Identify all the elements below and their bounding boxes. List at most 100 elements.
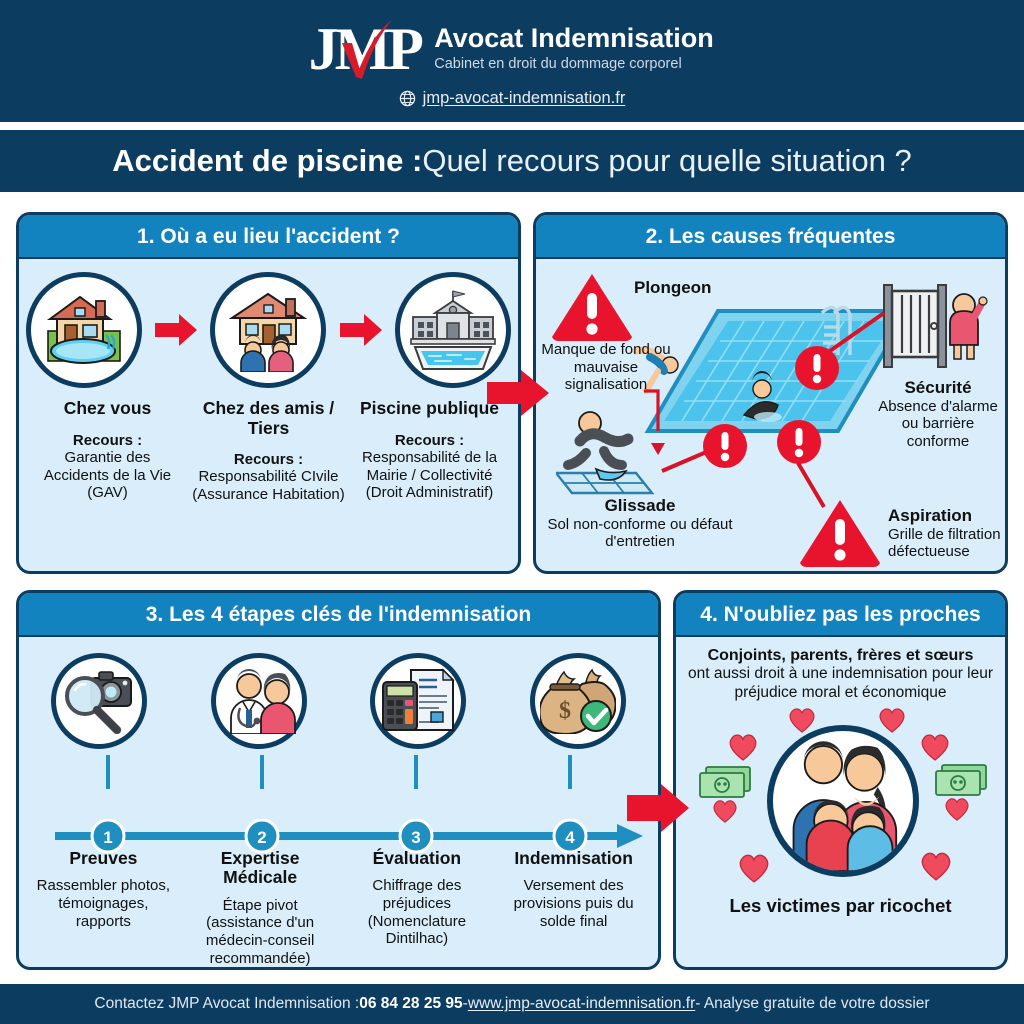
place-name: Chez vous <box>63 398 152 418</box>
place-col: Chez vous Recours : Garantie des Acciden… <box>27 398 188 502</box>
step-number: 2 <box>257 828 266 847</box>
cause-title: Sécurité <box>904 378 972 397</box>
cause-title: Aspiration <box>888 506 973 525</box>
brand-title: Avocat Indemnisation <box>434 23 714 54</box>
contact-footer: Contactez JMP Avocat Indemnisation : 06 … <box>0 984 1024 1024</box>
cause-glissade-block: Glissade Sol non-conforme ou défaut d'en… <box>540 496 740 551</box>
heart-icon <box>789 708 815 733</box>
steps-timeline: 1 2 3 4 <box>55 819 643 853</box>
page-title-light: Quel recours pour quelle situation ? <box>422 143 912 178</box>
slipping-person-icon <box>556 411 655 495</box>
step-name: Preuves <box>69 848 138 868</box>
cause-desc: Sol non-conforme ou défaut d'entretien <box>547 515 733 551</box>
cause-desc: Manque de fond ou mauvaise signalisation <box>541 341 671 394</box>
relatives-lead-regular: ont aussi droit à une indemnisation pour… <box>687 665 994 701</box>
warning-triangle-icon <box>800 500 880 567</box>
cause-securite-block: Sécurité Absence d'alarme ou barrière co… <box>876 378 1000 450</box>
step-col: Preuves Rassembler photos, témoignages, … <box>25 848 182 967</box>
step-name: Indemnisation <box>514 848 633 868</box>
banknote-icon <box>935 764 987 796</box>
cause-aspiration-block: Aspiration Grille de filtration défectue… <box>888 506 1005 561</box>
warning-circle-icon <box>703 424 747 468</box>
public-building-with-pool-icon <box>395 272 512 388</box>
cause-desc: Grille de filtration défectueuse <box>888 525 1001 561</box>
aspiration-connector-line <box>796 461 826 509</box>
panel3-header: 3. Les 4 étapes clés de l'indemnisation <box>19 593 658 637</box>
timeline-node: 4 <box>552 819 588 853</box>
footer-prefix: Contactez JMP Avocat Indemnisation : <box>94 995 360 1012</box>
house-with-two-people-icon <box>210 272 327 388</box>
steps-icon-row: $ <box>19 645 658 757</box>
logo-wordmark: JMP <box>308 15 424 82</box>
panel2-heading: 2. Les causes fréquentes <box>645 224 896 248</box>
step-col: Évaluation Chiffrage des préjudices (Nom… <box>339 848 496 967</box>
brand-row: JMP Avocat Indemnisation Cabinet en droi… <box>308 15 714 82</box>
footer-phone[interactable]: 06 84 28 25 95 <box>359 995 463 1012</box>
money-bags-check-icon: $ <box>530 653 627 749</box>
heart-icon <box>729 734 757 761</box>
place-recours-detail: Responsabilité de la Mairie / Collectivi… <box>361 448 498 502</box>
panel1-to-panel2-arrow-icon <box>487 370 549 416</box>
cause-title: Glissade <box>604 496 676 515</box>
footer-url[interactable]: www.jmp-avocat-indemnisation.fr <box>467 995 696 1012</box>
warning-triangle-icon <box>552 274 632 341</box>
panel2-header: 2. Les causes fréquentes <box>536 215 1005 259</box>
banknote-icon <box>699 766 751 798</box>
panel-four-steps: 3. Les 4 étapes clés de l'indemnisation <box>16 590 661 970</box>
place-recours-detail: Garantie des Accidents de la Vie (GAV) <box>43 448 172 502</box>
heart-icon <box>713 800 737 823</box>
family-group-icon <box>767 725 919 877</box>
brand-subtitle: Cabinet en droit du dommage corporel <box>434 56 682 73</box>
step-desc: Chiffrage des préjudices (Nomenclature D… <box>367 877 467 948</box>
step-desc: Étape pivot (assistance d'un médecin-con… <box>205 896 315 967</box>
relatives-lead-bold: Conjoints, parents, frères et sœurs <box>707 647 974 664</box>
magnifier-camera-icon <box>50 653 147 749</box>
panel-frequent-causes: 2. Les causes fréquentes <box>533 212 1008 574</box>
place-recours-label: Recours : <box>394 431 465 449</box>
red-arrow-right-icon <box>339 314 382 346</box>
website-row[interactable]: jmp-avocat-indemnisation.fr <box>399 88 626 108</box>
child-in-water <box>742 371 782 422</box>
heart-icon <box>945 798 969 821</box>
place-col: Piscine publique Recours : Responsabilit… <box>349 398 510 502</box>
brand-text: Avocat Indemnisation Cabinet en droit du… <box>434 23 714 73</box>
panel4-heading: 4. N'oubliez pas les proches <box>700 602 981 626</box>
place-recours-label: Recours : <box>233 451 304 469</box>
warning-circle-icon <box>795 346 839 390</box>
steps-text-row: Preuves Rassembler photos, témoignages, … <box>19 848 658 967</box>
panel1-body: Chez vous Recours : Garantie des Acciden… <box>19 259 518 571</box>
panel3-to-panel4-arrow-icon <box>627 784 689 832</box>
pool-gate-barrier-icon <box>883 284 988 368</box>
heart-icon <box>921 734 949 761</box>
house-with-garden-pool-icon <box>25 272 142 388</box>
place-name: Chez des amis / Tiers <box>202 398 335 438</box>
cause-title: Plongeon <box>634 278 712 297</box>
step-col: Indemnisation Versement des provisions p… <box>495 848 652 967</box>
panel-where-accident: 1. Où a eu lieu l'accident ? <box>16 212 521 574</box>
timeline-node: 3 <box>398 819 434 853</box>
cause-plongeon-title-block: Plongeon <box>634 278 764 298</box>
place-col: Chez des amis / Tiers Recours : Responsa… <box>188 398 349 504</box>
cause-plongeon-desc-block: Manque de fond ou mauvaise signalisation <box>540 341 672 394</box>
step-number: 1 <box>103 828 112 847</box>
panel3-heading: 3. Les 4 étapes clés de l'indemnisation <box>145 602 532 626</box>
places-icon-row <box>19 265 518 395</box>
footer-suffix: - Analyse gratuite de votre dossier <box>695 995 930 1012</box>
panel4-header: 4. N'oubliez pas les proches <box>676 593 1005 637</box>
step-col: Expertise Médicale Étape pivot (assistan… <box>182 848 339 967</box>
place-recours-label: Recours : <box>72 431 143 449</box>
step-desc: Versement des provisions puis du solde f… <box>513 877 634 930</box>
footer-divider <box>0 978 1024 982</box>
website-url[interactable]: jmp-avocat-indemnisation.fr <box>422 88 626 107</box>
timeline-node: 1 <box>90 819 126 853</box>
globe-icon <box>399 90 415 106</box>
panel1-heading: 1. Où a eu lieu l'accident ? <box>137 224 400 248</box>
step-number: 4 <box>565 828 575 847</box>
svg-text:$: $ <box>559 698 571 724</box>
place-recours-detail: Responsabilité CIvile (Assurance Habitat… <box>192 468 345 504</box>
step-stems <box>106 755 572 789</box>
relatives-lead: Conjoints, parents, frères et sœurs ont … <box>682 647 999 703</box>
heart-icon <box>879 708 905 733</box>
panel2-body: Plongeon Manque de fond ou mauvaise sign… <box>536 259 1005 571</box>
